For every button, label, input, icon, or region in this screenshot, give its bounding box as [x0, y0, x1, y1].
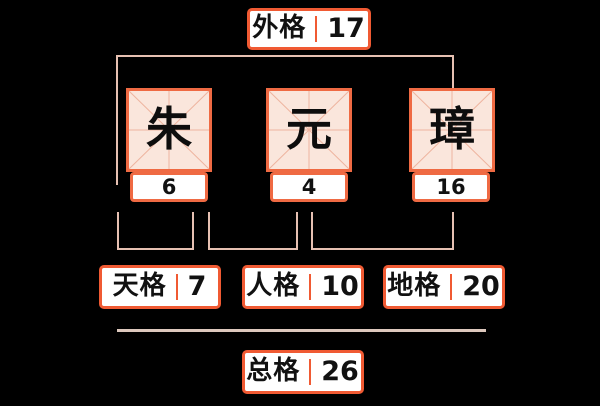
- renge-bracket-right: [296, 212, 298, 250]
- character-cell-1: 朱: [126, 88, 212, 172]
- waige-bracket-right: [452, 55, 454, 92]
- waige-box: 外格 17: [247, 8, 371, 50]
- renge-label: 人格: [246, 271, 301, 301]
- waige-value: 17: [327, 12, 365, 44]
- cell-diagonal-lines-1: [129, 91, 209, 169]
- dige-label: 地格: [387, 271, 442, 301]
- stroke-count-2: 4: [270, 172, 348, 202]
- zongge-connector-line: [117, 329, 486, 332]
- dige-bracket-bottom: [311, 248, 454, 250]
- tiange-label: 天格: [112, 271, 167, 301]
- divider-icon: [315, 16, 318, 42]
- character-glyph-1: 朱: [146, 102, 192, 156]
- cell-diagonal-lines-2: [269, 91, 349, 169]
- divider-icon: [175, 274, 178, 300]
- zongge-value: 26: [321, 355, 359, 387]
- dige-bracket-right: [452, 212, 454, 250]
- tiange-bracket-bottom: [117, 248, 194, 250]
- character-glyph-2: 元: [286, 102, 332, 156]
- character-cell-3: 璋: [409, 88, 495, 172]
- tiange-bracket-right: [192, 212, 194, 250]
- dige-bracket-left: [311, 212, 313, 250]
- divider-icon: [450, 274, 453, 300]
- divider-icon: [309, 274, 312, 300]
- renge-box: 人格 10: [242, 265, 364, 309]
- renge-bracket-left: [208, 212, 210, 250]
- waige-bracket-left: [116, 55, 118, 185]
- divider-icon: [309, 359, 312, 385]
- zongge-label: 总格: [246, 356, 301, 386]
- renge-bracket-bottom: [208, 248, 298, 250]
- cell-diagonal-lines-3: [412, 91, 492, 169]
- waige-bracket-top: [116, 55, 454, 57]
- stroke-count-1: 6: [130, 172, 208, 202]
- dige-value: 20: [462, 270, 500, 302]
- waige-label: 外格: [252, 13, 307, 43]
- dige-box: 地格 20: [383, 265, 505, 309]
- renge-value: 10: [321, 270, 359, 302]
- tiange-box: 天格 7: [99, 265, 221, 309]
- tiange-value: 7: [187, 270, 207, 302]
- character-glyph-3: 璋: [429, 102, 475, 156]
- tiange-bracket-left: [117, 212, 119, 250]
- stroke-count-3: 16: [412, 172, 490, 202]
- zongge-box: 总格 26: [242, 350, 364, 394]
- character-cell-2: 元: [266, 88, 352, 172]
